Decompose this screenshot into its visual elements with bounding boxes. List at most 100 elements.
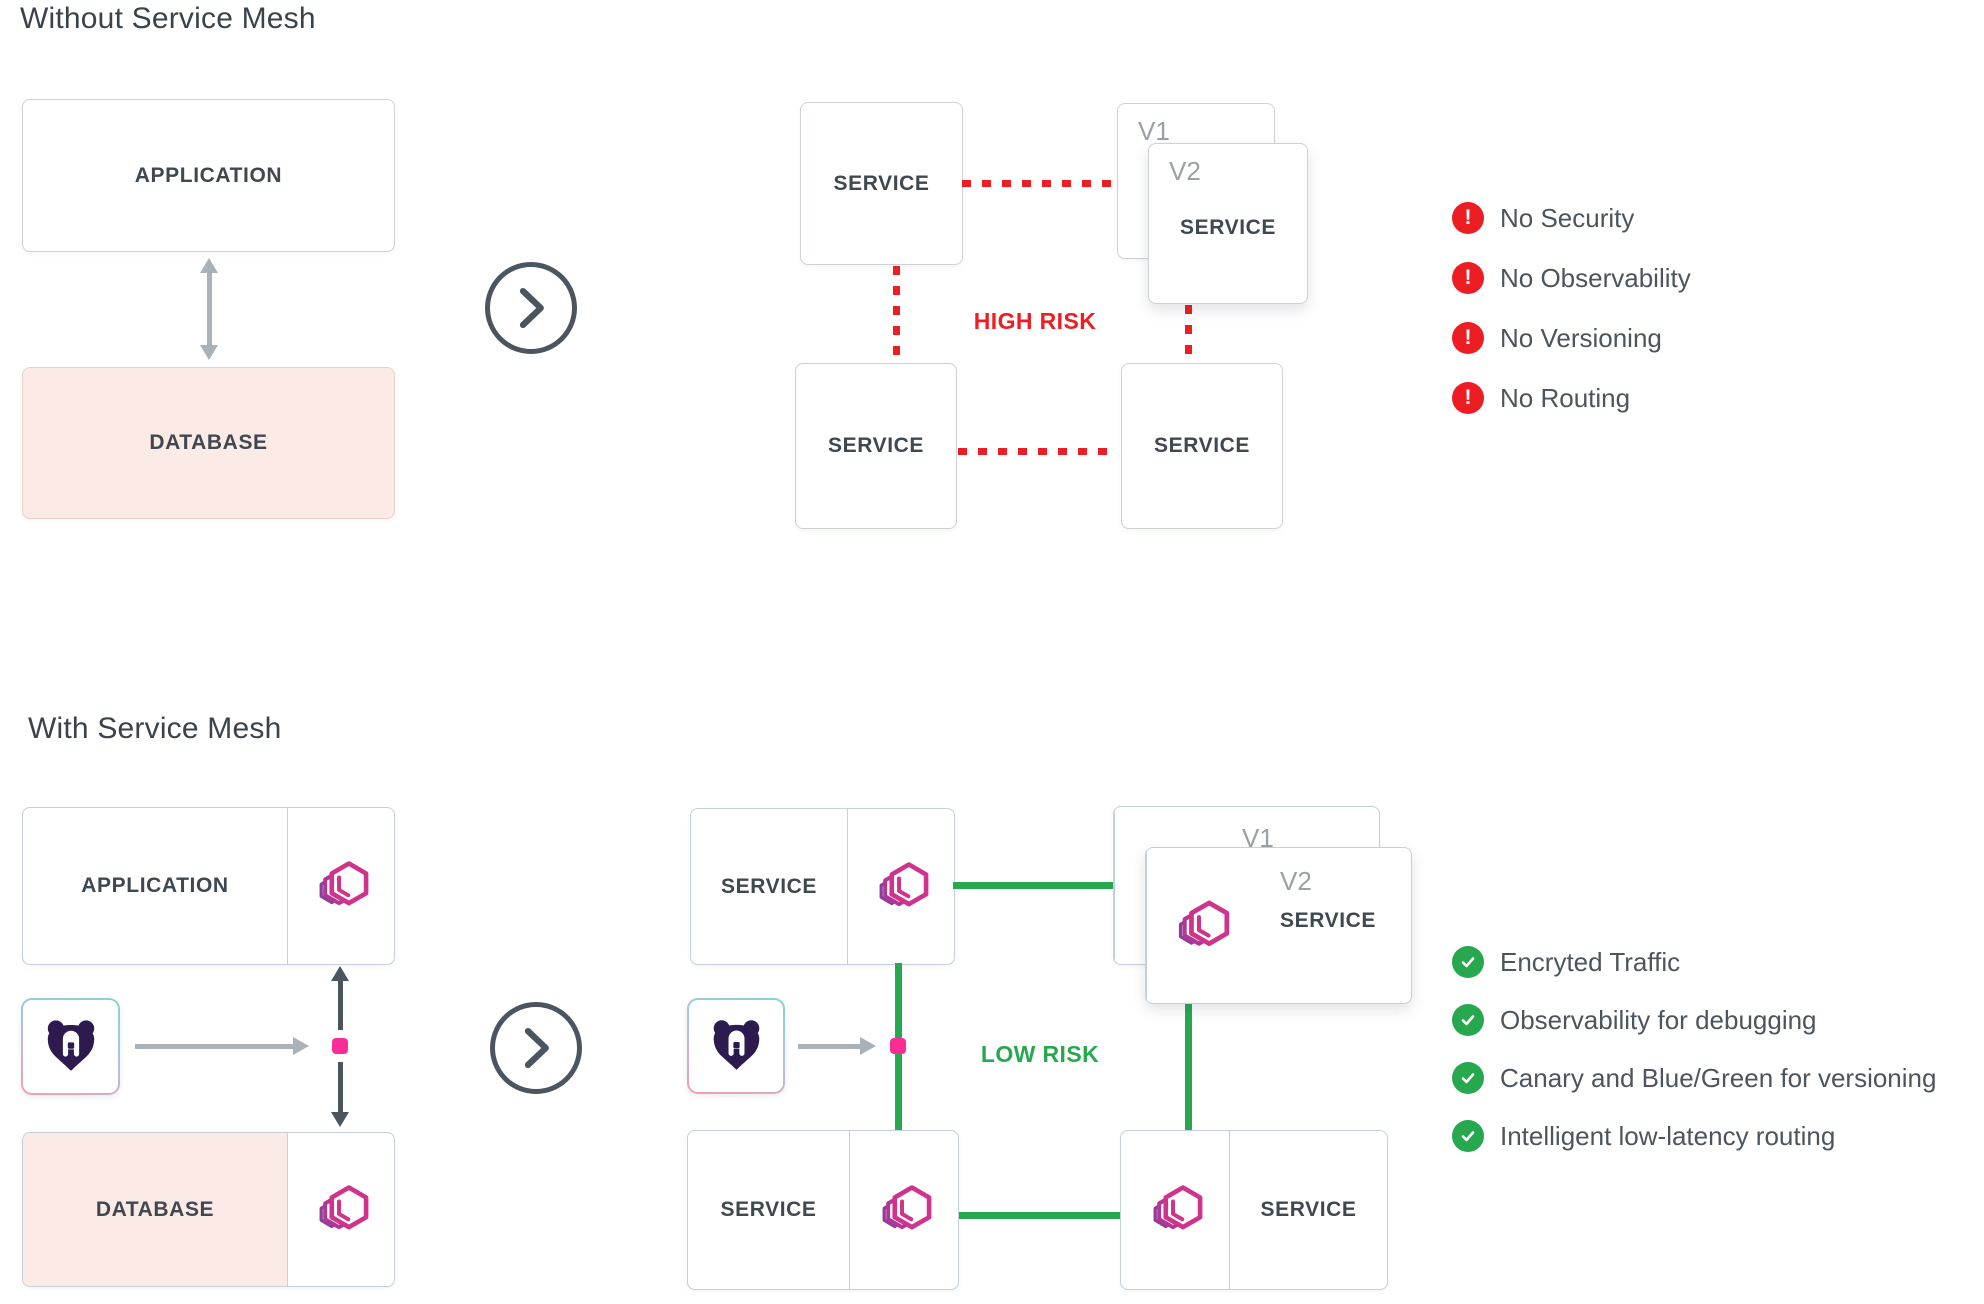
traffic-line (337, 980, 343, 1030)
control-plane-arrow-line (135, 1043, 295, 1049)
low-risk-label: LOW RISK (980, 1041, 1100, 1067)
application-cell: APPLICATION (23, 808, 287, 964)
database-label: DATABASE (95, 1197, 215, 1221)
control-plane-badge (687, 998, 785, 1094)
check-icon (1452, 1120, 1484, 1152)
application-box: APPLICATION (22, 99, 395, 252)
list-item: ! No Routing (1452, 382, 1691, 414)
transition-circle (490, 1002, 582, 1094)
mesh-sidecar-icon (1167, 892, 1235, 960)
insecure-connection-line (962, 180, 1114, 187)
alert-icon: ! (1452, 382, 1484, 414)
transition-circle (485, 262, 577, 354)
app-db-arrow-line (206, 271, 212, 347)
high-risk-label: HIGH RISK (973, 308, 1097, 334)
list-item: ! No Versioning (1452, 322, 1691, 354)
list-item: Canary and Blue/Green for versioning (1452, 1062, 1936, 1094)
application-label: APPLICATION (81, 874, 229, 897)
control-plane-arrow-head (860, 1037, 876, 1055)
application-label: APPLICATION (134, 163, 283, 187)
insecure-connection-line (958, 448, 1118, 455)
database-box: DATABASE (22, 367, 395, 519)
list-item: Encryted Traffic (1452, 946, 1936, 978)
benefit-label: Encryted Traffic (1500, 946, 1681, 977)
service-label: SERVICE (1280, 909, 1377, 932)
benefit-label: Canary and Blue/Green for versioning (1500, 1062, 1937, 1093)
sidecar-cell (1121, 1131, 1230, 1289)
secure-connection-line (1184, 1002, 1192, 1130)
issue-label: No Security (1500, 202, 1635, 233)
insecure-connection-line (893, 266, 900, 360)
alert-icon: ! (1452, 322, 1484, 354)
check-icon (1452, 946, 1484, 978)
check-icon (1452, 1004, 1484, 1036)
secure-connection-line (957, 1211, 1120, 1219)
mesh-sidecar-icon (308, 1177, 374, 1243)
mesh-sidecar-icon (868, 854, 934, 920)
section-title-with-mesh: With Service Mesh (28, 712, 282, 745)
control-plane-arrow-line (798, 1043, 862, 1049)
mesh-sidecar-icon (308, 853, 374, 919)
list-item: ! No Observability (1452, 262, 1691, 294)
service-cell: SERVICE (688, 1131, 849, 1289)
insecure-connection-line (1185, 305, 1192, 361)
arrow-up-head (200, 258, 218, 273)
service-label: SERVICE (833, 171, 930, 195)
service-label: SERVICE (720, 874, 817, 898)
traffic-arrow-up-head (331, 966, 349, 981)
service-box-meshed: SERVICE (1120, 1130, 1388, 1290)
control-plane-arrow-head (293, 1037, 309, 1055)
sidecar-cell (849, 1131, 958, 1289)
service-cell: SERVICE (1230, 1131, 1387, 1289)
database-label: DATABASE (149, 431, 268, 454)
secure-connection-line (953, 882, 1113, 889)
kuma-bear-icon (42, 1018, 100, 1076)
sidecar-cell (287, 808, 394, 964)
control-plane-badge (21, 998, 120, 1095)
issues-list: ! No Security ! No Observability ! No Ve… (1452, 202, 1691, 414)
service-box: SERVICE (1121, 363, 1283, 529)
list-item: ! No Security (1452, 202, 1691, 234)
benefit-label: Observability for debugging (1500, 1004, 1817, 1035)
traffic-intercept-dot (890, 1038, 906, 1054)
benefits-list: Encryted Traffic Observability for debug… (1452, 946, 1936, 1152)
list-item: Observability for debugging (1452, 1004, 1936, 1036)
traffic-arrow-down-head (331, 1112, 349, 1127)
mesh-sidecar-icon (1142, 1177, 1208, 1243)
service-label: SERVICE (1260, 1198, 1357, 1221)
v2-label: V2 (1169, 156, 1201, 186)
section-title-without-mesh: Without Service Mesh (20, 2, 316, 35)
service-label: SERVICE (1153, 434, 1250, 457)
chevron-right-icon (490, 262, 572, 354)
service-v2-box: V2 SERVICE (1148, 143, 1308, 304)
traffic-line (337, 1062, 343, 1113)
sidecar-cell (287, 1133, 394, 1286)
arrow-down-head (200, 345, 218, 360)
alert-icon: ! (1452, 202, 1484, 234)
issue-label: No Observability (1500, 262, 1691, 293)
database-box-meshed: DATABASE (22, 1132, 395, 1287)
service-box: SERVICE (795, 363, 957, 529)
mesh-sidecar-icon (871, 1177, 937, 1243)
sidecar-cell (847, 809, 954, 964)
sidecar-cell (1114, 807, 1220, 964)
service-box-meshed: SERVICE (687, 1130, 959, 1290)
issue-label: No Versioning (1500, 322, 1662, 353)
service-box: SERVICE (800, 102, 963, 265)
alert-icon: ! (1452, 262, 1484, 294)
service-label: SERVICE (1179, 216, 1276, 239)
database-cell: DATABASE (23, 1133, 287, 1286)
check-icon (1452, 1062, 1484, 1094)
service-cell: SERVICE (691, 809, 847, 964)
service-label: SERVICE (827, 434, 924, 457)
v2-label: V2 (1280, 866, 1312, 896)
chevron-right-icon (495, 1002, 577, 1094)
application-box-meshed: APPLICATION (22, 807, 395, 965)
traffic-intercept-dot (332, 1038, 348, 1054)
v2-cell: V2 SERVICE (1254, 848, 1411, 1003)
sidecar-cell (1146, 848, 1254, 1003)
service-box-meshed: SERVICE (690, 808, 955, 965)
issue-label: No Routing (1500, 382, 1631, 413)
list-item: Intelligent low-latency routing (1452, 1120, 1936, 1152)
